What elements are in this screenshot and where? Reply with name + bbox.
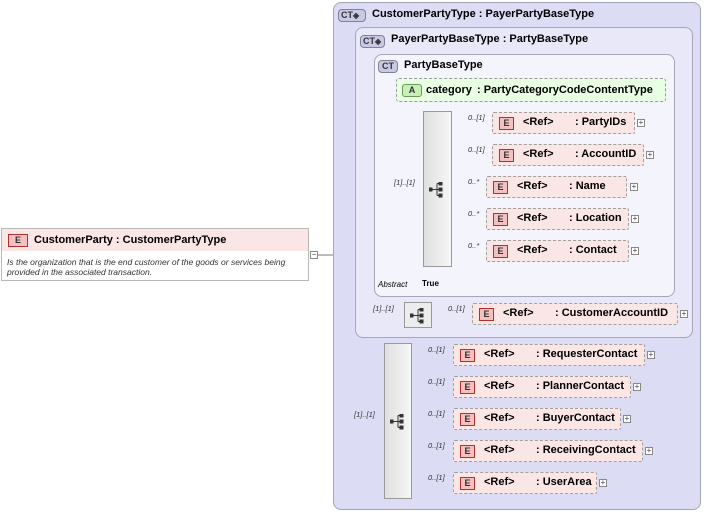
element-icon: E <box>460 349 475 362</box>
middle-type-title: PayerPartyBaseType : PartyBaseType <box>391 33 589 45</box>
cardinality-label: 0..[1] <box>468 145 485 154</box>
sequence-compositor[interactable] <box>404 302 432 328</box>
element-icon: E <box>460 477 475 490</box>
element-name: : PlannerContact <box>536 380 625 392</box>
element-icon: E <box>460 445 475 458</box>
cardinality-label: 0..* <box>468 241 480 250</box>
element-planner-contact[interactable]: E <Ref> : PlannerContact <box>453 376 631 398</box>
cardinality-label: [1]..[1] <box>394 178 415 187</box>
ref-label: <Ref> <box>484 348 515 360</box>
plus-expand-icon[interactable]: + <box>637 118 645 127</box>
element-name: : Contact <box>569 244 617 256</box>
root-element-header: E CustomerParty : CustomerPartyType <box>2 229 308 251</box>
attribute-type: : PartyCategoryCodeContentType <box>477 84 653 96</box>
element-customer-account-id[interactable]: E <Ref> : CustomerAccountID <box>472 303 678 325</box>
cardinality-label: 0..[1] <box>428 441 445 450</box>
element-icon: E <box>8 234 28 247</box>
outer-type-title: CustomerPartyType : PayerPartyBaseType <box>372 8 595 20</box>
element-icon: E <box>499 149 514 162</box>
element-contact[interactable]: E <Ref> : Contact <box>486 240 629 262</box>
element-name-entry[interactable]: E <Ref> : Name <box>486 176 627 198</box>
inner-type-title: PartyBaseType <box>404 59 483 71</box>
plus-expand-icon[interactable]: + <box>646 150 654 159</box>
ref-label: <Ref> <box>484 412 515 424</box>
attribute-category[interactable]: A category : PartyCategoryCodeContentTyp… <box>396 78 666 102</box>
element-receiving-contact[interactable]: E <Ref> : ReceivingContact <box>453 440 643 462</box>
cardinality-label: 0..[1] <box>428 345 445 354</box>
element-icon: E <box>479 308 494 321</box>
ref-label: <Ref> <box>517 244 548 256</box>
ref-label: <Ref> <box>484 476 515 488</box>
plus-expand-icon[interactable]: + <box>631 246 639 255</box>
plus-expand-icon[interactable]: + <box>647 350 655 359</box>
cardinality-label: 0..[1] <box>428 377 445 386</box>
complex-type-icon: CT◈ <box>338 9 366 22</box>
element-name: : CustomerAccountID <box>555 307 669 319</box>
abstract-label: Abstract <box>378 280 408 289</box>
plus-expand-icon[interactable]: + <box>633 382 641 391</box>
attribute-name: category <box>426 84 472 96</box>
element-party-ids[interactable]: E <Ref> : PartyIDs <box>492 112 635 134</box>
element-user-area[interactable]: E <Ref> : UserArea <box>453 472 597 494</box>
root-element-customer-party[interactable]: E CustomerParty : CustomerPartyType Is t… <box>1 228 309 281</box>
complex-type-icon: CT◈ <box>360 35 385 48</box>
cardinality-label: [1]..[1] <box>354 410 375 419</box>
ref-label: <Ref> <box>517 212 548 224</box>
cardinality-label: [1]..[1] <box>373 304 394 313</box>
element-icon: E <box>460 413 475 426</box>
plus-expand-icon[interactable]: + <box>631 214 639 223</box>
element-location[interactable]: E <Ref> : Location <box>486 208 629 230</box>
cardinality-label: 0..[1] <box>428 473 445 482</box>
element-name: : Location <box>569 212 622 224</box>
element-name: : RequesterContact <box>536 348 638 360</box>
ref-label: <Ref> <box>503 307 534 319</box>
attribute-icon: A <box>402 84 422 97</box>
plus-expand-icon[interactable]: + <box>645 446 653 455</box>
element-icon: E <box>493 181 508 194</box>
element-name: : Name <box>569 180 606 192</box>
element-icon: E <box>493 213 508 226</box>
plus-expand-icon[interactable]: + <box>599 478 607 487</box>
cardinality-label: 0..[1] <box>428 409 445 418</box>
element-buyer-contact[interactable]: E <Ref> : BuyerContact <box>453 408 621 430</box>
sequence-compositor[interactable] <box>423 111 452 267</box>
plus-expand-icon[interactable]: + <box>623 414 631 423</box>
element-icon: E <box>493 245 508 258</box>
sequence-compositor[interactable] <box>384 343 412 499</box>
ref-label: <Ref> <box>484 444 515 456</box>
cardinality-label: 0..* <box>468 177 480 186</box>
cardinality-label: 0..[1] <box>468 113 485 122</box>
complex-type-icon: CT <box>378 60 398 73</box>
element-name: : ReceivingContact <box>536 444 636 456</box>
minus-collapse-icon[interactable]: − <box>310 250 318 259</box>
ref-label: <Ref> <box>523 148 554 160</box>
ref-label: <Ref> <box>484 380 515 392</box>
sequence-icon <box>390 414 404 430</box>
element-name: : PartyIDs <box>575 116 627 128</box>
ref-label: <Ref> <box>517 180 548 192</box>
element-icon: E <box>499 117 514 130</box>
element-name: : UserArea <box>536 476 592 488</box>
cardinality-label: 0..[1] <box>448 304 465 313</box>
ref-label: <Ref> <box>523 116 554 128</box>
abstract-value: True <box>422 279 439 288</box>
plus-expand-icon[interactable]: + <box>680 309 688 318</box>
element-icon: E <box>460 381 475 394</box>
sequence-icon <box>410 308 424 324</box>
element-requester-contact[interactable]: E <Ref> : RequesterContact <box>453 344 645 366</box>
root-element-documentation: Is the organization that is the end cust… <box>7 257 286 277</box>
element-name: : BuyerContact <box>536 412 615 424</box>
element-account-id[interactable]: E <Ref> : AccountID <box>492 144 644 166</box>
sequence-icon <box>429 182 443 198</box>
cardinality-label: 0..* <box>468 209 480 218</box>
root-element-title: CustomerParty : CustomerPartyType <box>34 234 227 246</box>
plus-expand-icon[interactable]: + <box>630 182 638 191</box>
element-name: : AccountID <box>575 148 637 160</box>
